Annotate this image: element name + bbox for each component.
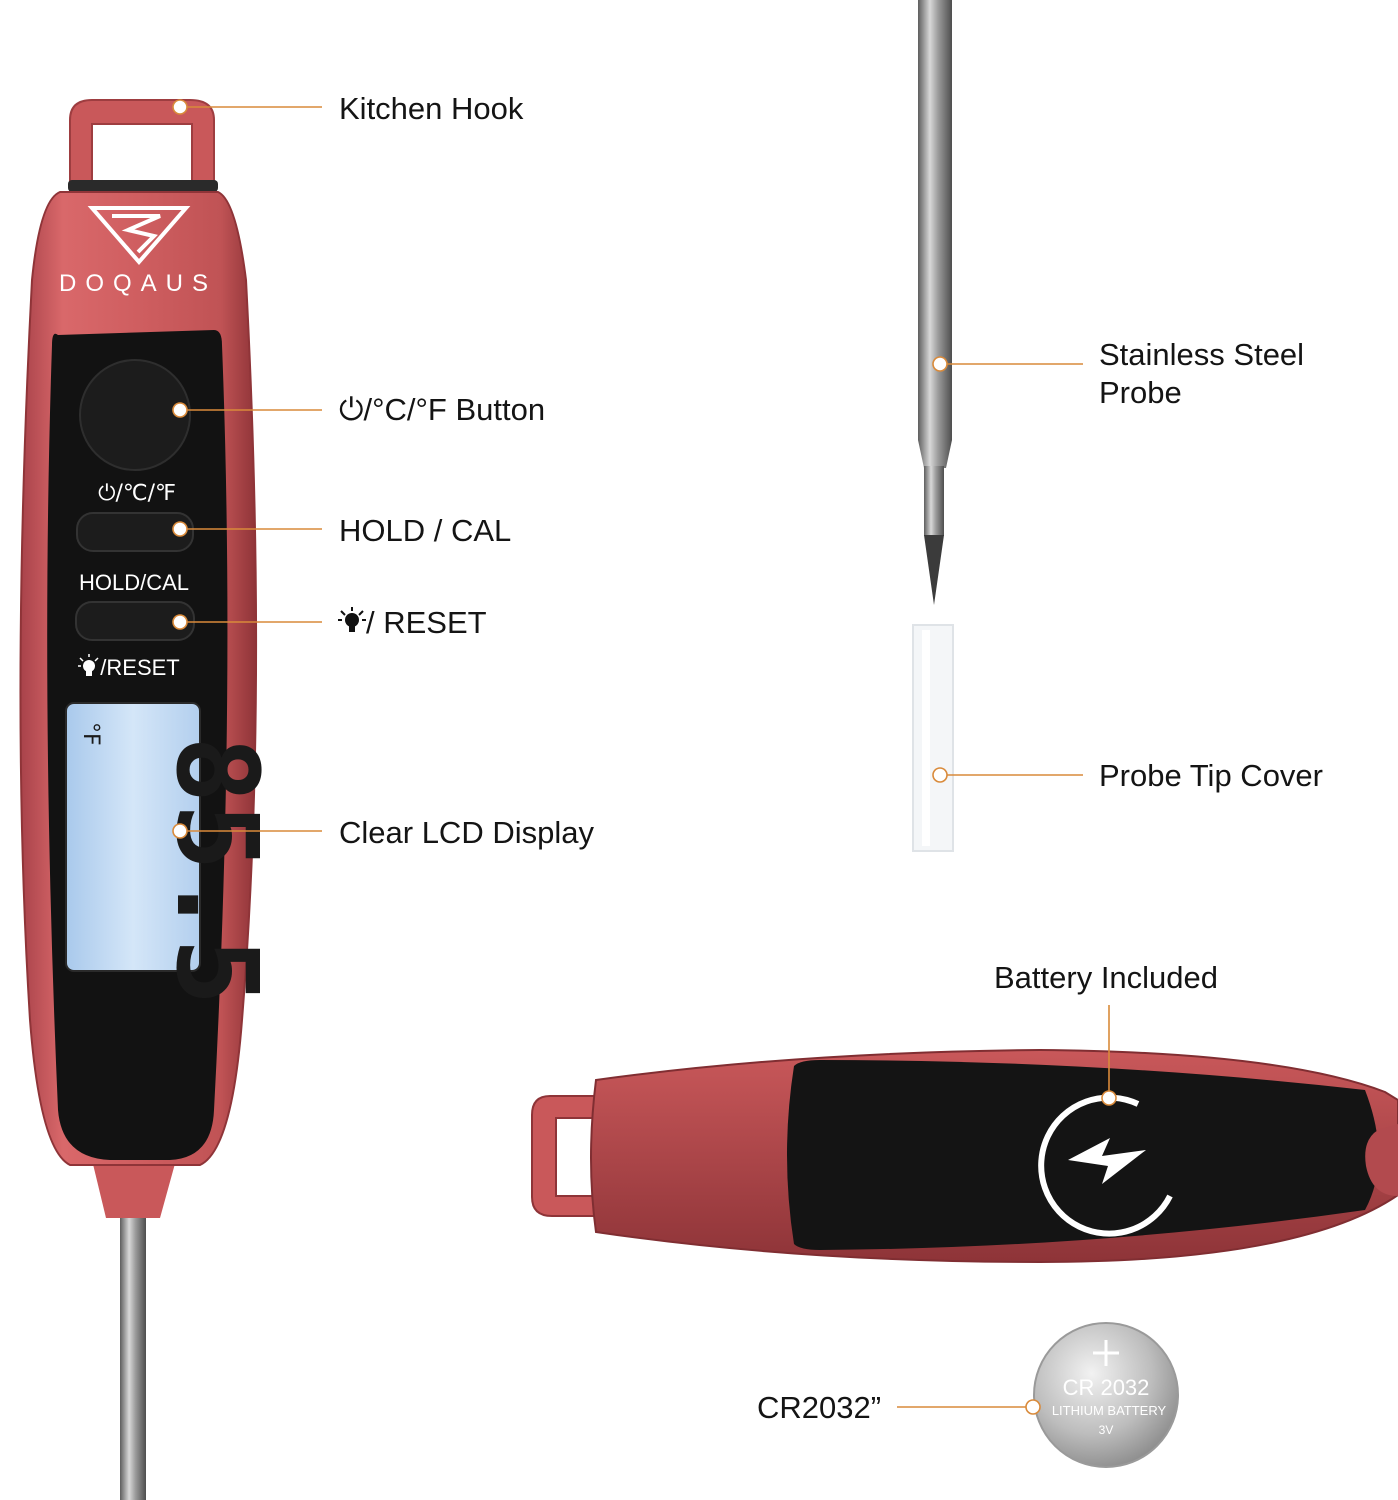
backlight-callout-icon [336,605,366,644]
lcd-screen [65,702,201,972]
hold-cal-button[interactable] [76,512,194,552]
brand-name: DOQAUS [59,270,217,297]
callout-reset: / RESET [366,605,487,640]
kitchen-hook [69,99,215,191]
callout-reset-row: / RESET [336,604,487,644]
callout-cr2032: CR2032” [757,1390,882,1425]
side-view-cable [1365,1124,1398,1196]
callout-lcd: Clear LCD Display [339,815,594,850]
light-reset-button[interactable] [75,601,195,641]
probe-taper [918,440,952,468]
callout-lines [180,106,1110,1408]
battery-line2: LITHIUM BATTERY [1052,1403,1167,1418]
probe-neck [92,1160,176,1218]
lcd-reading: 85.5 [151,736,281,1006]
callout-tip-cover: Probe Tip Cover [1099,758,1323,793]
hold-cal-button-label: HOLD/CAL [79,570,189,595]
callout-probe: Stainless Steel Probe [1099,337,1305,410]
power-unit-button[interactable] [79,359,191,471]
doqaus-logo [87,206,191,266]
callout-hold-cal: HOLD / CAL [339,513,512,548]
probe-tip [924,535,944,605]
callout-kitchen-hook: Kitchen Hook [339,91,524,126]
callout-dots [172,99,1117,1415]
hook-collar [68,180,218,192]
callout-battery-included: Battery Included [994,960,1219,995]
callout-power-button: ⏻/°C/°F Button [339,392,546,427]
light-reset-button-label: /RESET [100,655,179,680]
probe-shaft [120,1210,146,1500]
battery-line1: CR 2032 [1063,1375,1150,1400]
probe-tip-cover [912,624,954,852]
cr2032-battery [1033,1322,1179,1468]
backlight-icon [78,654,99,676]
battery-line3: 3V [1099,1423,1114,1437]
lcd-unit: °F [78,722,103,746]
power-unit-button-label: ⏻/℃/℉ [98,481,176,506]
stainless-probe [918,0,952,440]
battery-compartment-icon [1038,1094,1173,1237]
probe-tip-shaft [924,466,944,536]
